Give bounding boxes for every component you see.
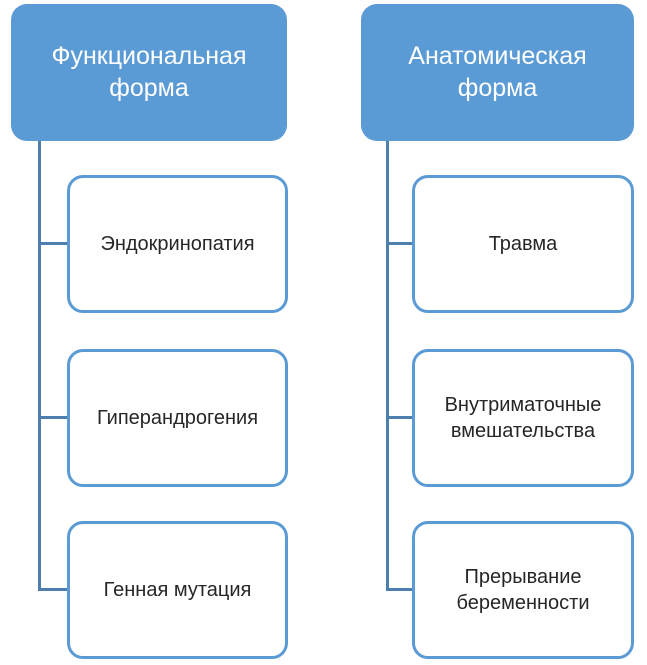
connector-stub-hyperandrogenism <box>41 416 67 419</box>
child-node-trauma-label: Травма <box>488 233 558 255</box>
child-node-intrauterine-interventions-label: Внутриматочные вмешательства <box>444 394 602 442</box>
connector-vertical-left <box>38 141 41 591</box>
child-node-hyperandrogenism: Гиперандрогения <box>67 349 288 487</box>
child-node-trauma: Травма <box>412 175 634 313</box>
child-node-intrauterine-interventions: Внутриматочные вмешательства <box>412 349 634 487</box>
parent-node-anatomical-form: Анатомическая форма <box>361 4 634 141</box>
child-node-pregnancy-termination-label: Прерывание беременности <box>456 566 590 614</box>
parent-node-functional-form: Функциональная форма <box>11 4 287 141</box>
parent-node-anatomical-form-label: Анатомическая форма <box>408 42 587 102</box>
connector-stub-endocrinopathy <box>41 242 67 245</box>
connector-stub-gene-mutation <box>38 588 67 591</box>
connector-vertical-right <box>386 141 389 591</box>
child-node-endocrinopathy: Эндокринопатия <box>67 175 288 313</box>
connector-stub-pregnancy-termination <box>386 588 412 591</box>
child-node-gene-mutation-label: Генная мутация <box>103 579 252 601</box>
connector-stub-intrauterine-interventions <box>389 416 412 419</box>
connector-stub-trauma <box>389 242 412 245</box>
child-node-pregnancy-termination: Прерывание беременности <box>412 521 634 659</box>
child-node-endocrinopathy-label: Эндокринопатия <box>100 233 255 255</box>
child-node-gene-mutation: Генная мутация <box>67 521 288 659</box>
parent-node-functional-form-label: Функциональная форма <box>51 42 247 102</box>
child-node-hyperandrogenism-label: Гиперандрогения <box>96 407 259 429</box>
